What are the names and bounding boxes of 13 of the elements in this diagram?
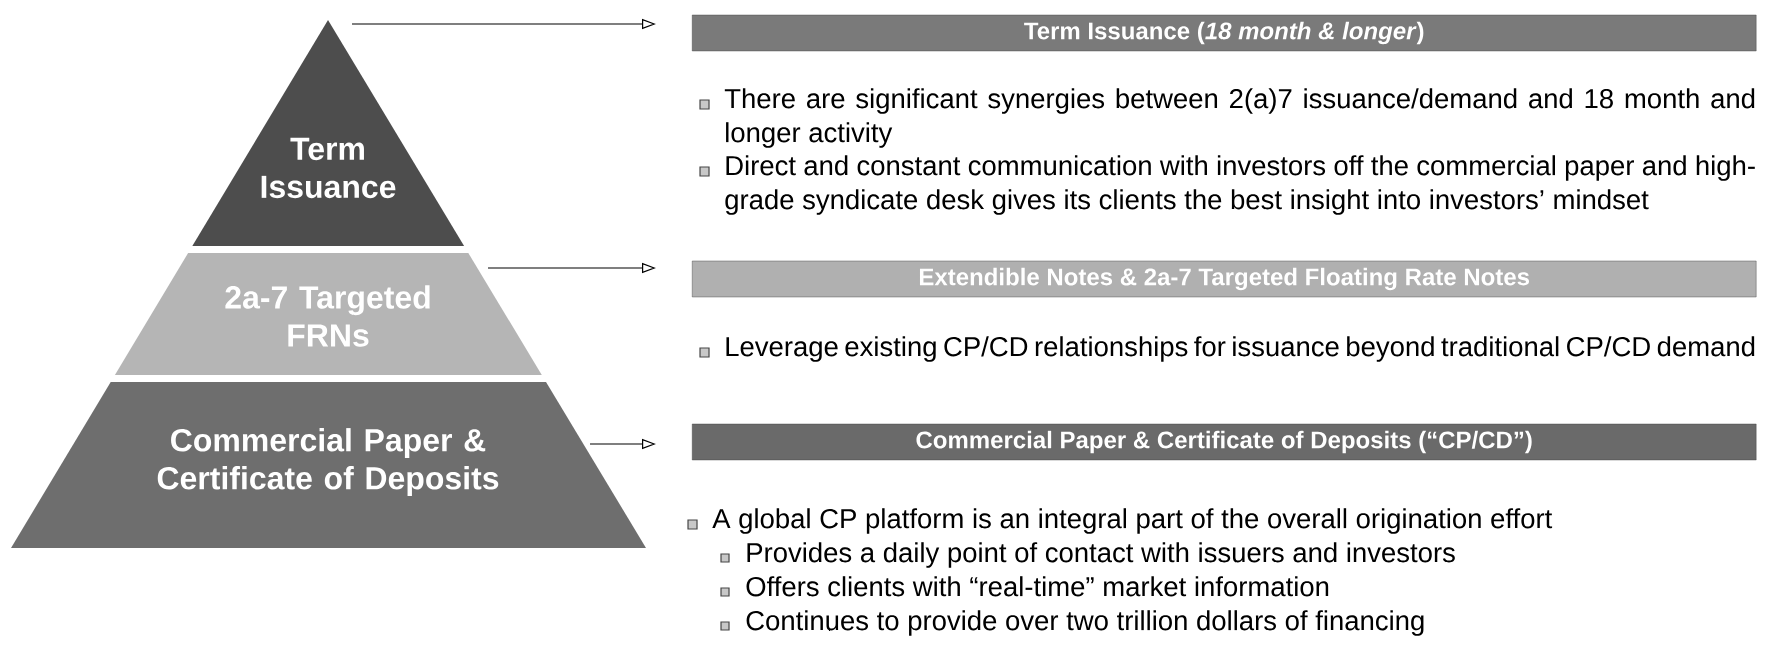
bullet-text: Direct and constant communication with investors off the commercial paper and high-grade syndicate desk gives its clients the best insight into investors’ mindset bbox=[725, 155, 1755, 215]
pyramid-tier: 2a-7 Targeted FRNs bbox=[114, 253, 542, 375]
bullet-text: Leverage existing CP/CD relationships for issuance beyond traditional CP/CD demand bbox=[726, 336, 1755, 362]
header-bar: Extendible Notes & 2a-7 Targeted Floating Rate Notes bbox=[692, 260, 1757, 298]
bullet-text: Offers clients with “real-time” market information bbox=[746, 576, 1329, 597]
pyramid-tier: Commercial Paper & Certificate of Deposits bbox=[11, 382, 646, 548]
header-bar: Term Issuance (18 month & longer) bbox=[692, 14, 1757, 52]
bullet-text: There are significant synergies between 2(a)7 issuance/demand and 18 month and longer activity bbox=[724, 88, 1755, 148]
bullet-text: Continues to provide over two trillion dollars of financing bbox=[746, 610, 1424, 636]
pyramid-tier: Term Issuance bbox=[192, 20, 465, 246]
header-bar: Commercial Paper & Certificate of Deposits (“CP/CD”) bbox=[692, 423, 1757, 461]
bullet-text: A global CP platform is an integral part of the overall origination effort bbox=[712, 508, 1553, 534]
bullet-text: Provides a daily point of contact with issuers and investors bbox=[747, 542, 1455, 568]
